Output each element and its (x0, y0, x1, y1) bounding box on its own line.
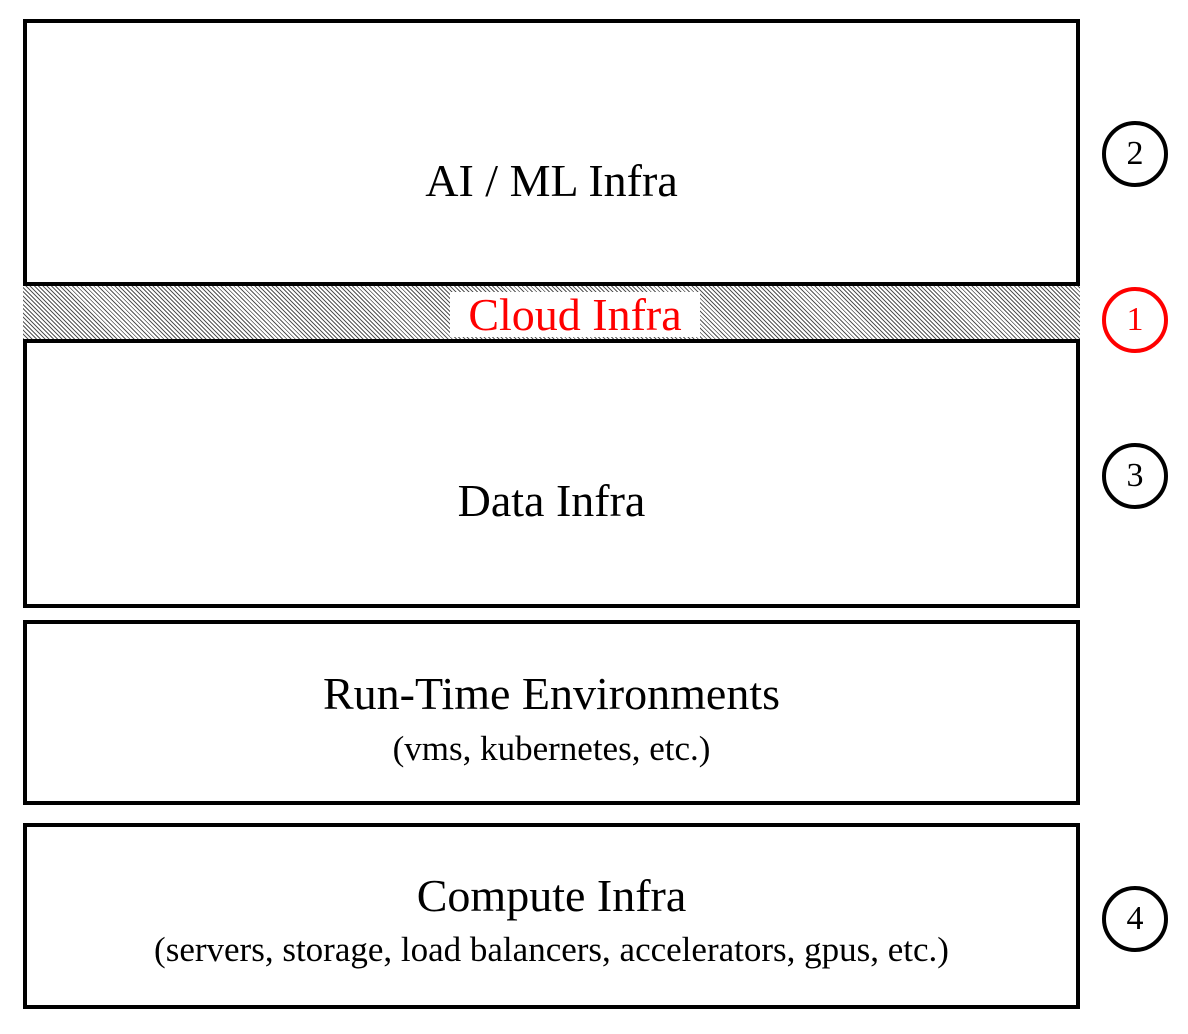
ai-ml-infra-label: AI / ML Infra (425, 155, 678, 206)
runtime-environments-subtitle: (vms, kubernetes, etc.) (392, 729, 711, 768)
badge-4: 4 (1102, 886, 1168, 952)
cloud-infra-band: Cloud Infra (23, 282, 1080, 343)
cloud-infra-label: Cloud Infra (450, 292, 700, 338)
runtime-environments-label: Run-Time Environments (322, 668, 781, 719)
badge-1: 1 (1102, 287, 1168, 353)
compute-infra-label: Compute Infra (416, 870, 687, 921)
compute-infra-subtitle: (servers, storage, load balancers, accel… (154, 930, 949, 969)
badge-2: 2 (1102, 121, 1168, 187)
data-infra-label: Data Infra (457, 475, 646, 526)
compute-infra-box: Compute Infra (servers, storage, load ba… (23, 823, 1080, 1009)
runtime-environments-box: Run-Time Environments (vms, kubernetes, … (23, 620, 1080, 805)
badge-3: 3 (1102, 443, 1168, 509)
